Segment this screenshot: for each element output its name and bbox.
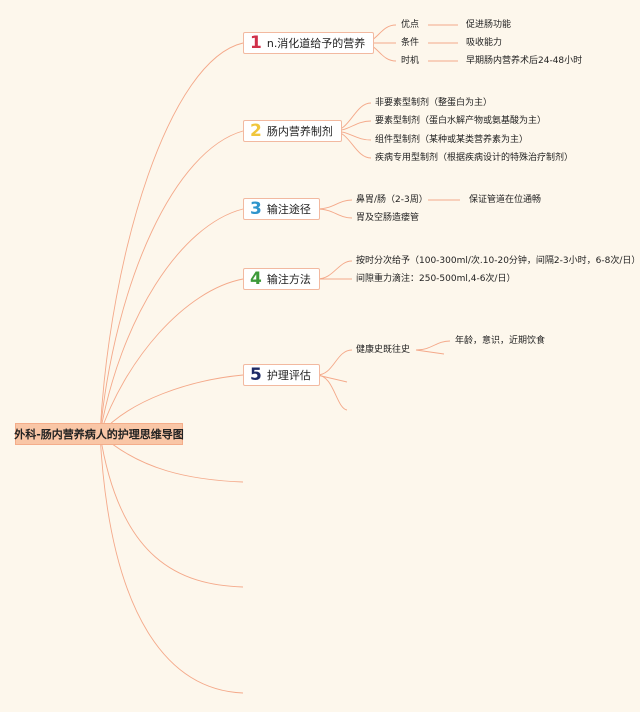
branch-2-child-2: 要素型制剂（蛋白水解产物或氨基酸为主） <box>375 116 547 126</box>
branch-5-child-1: 健康史既往史 <box>356 345 411 355</box>
branch-4-child-2: 间隙重力滴注：250-500ml,4-6次/日） <box>356 274 516 284</box>
branch-3-label: 输注途径 <box>266 203 311 216</box>
branch-2-number: 2 <box>250 120 262 141</box>
branch-3-child-2: 胃及空肠造瘘管 <box>356 213 420 223</box>
branch-2-child-1: 非要素型制剂（整蛋白为主） <box>375 98 493 108</box>
branch-4-number: 4 <box>250 268 262 289</box>
branch-3-node: 3 输注途径 <box>243 198 320 220</box>
root-topic: 外科-肠内营养病人的护理思维导图 <box>14 423 184 445</box>
branch-1-child-3: 时机 <box>401 56 420 66</box>
branch-1-label: n.消化道给予的营养 <box>266 37 366 50</box>
branch-1-child-1: 优点 <box>401 20 420 30</box>
branch-4-child-1: 按时分次给予（100-300ml/次.10-20分钟，间隔2-3小时，6-8次/… <box>356 256 640 266</box>
branch-3-child-1-detail: 保证管道在位通畅 <box>469 195 542 205</box>
branch-4-node: 4 输注方法 <box>243 268 320 290</box>
branch-5-label: 护理评估 <box>266 369 311 382</box>
branch-1-child-3-detail: 早期肠内营养术后24-48小时 <box>466 56 583 66</box>
branch-3-number: 3 <box>250 198 262 219</box>
root-topic-label: 外科-肠内营养病人的护理思维导图 <box>14 428 184 441</box>
branch-1-child-2-detail: 吸收能力 <box>466 38 503 48</box>
branch-4-label: 输注方法 <box>266 273 311 286</box>
branch-2-child-4: 疾病专用型制剂（根据疾病设计的特殊治疗制剂） <box>375 153 574 163</box>
branch-3-child-1: 鼻胃/肠（2-3周） <box>356 195 428 205</box>
branch-2-label: 肠内营养制剂 <box>266 125 333 138</box>
branch-5-number: 5 <box>250 364 262 385</box>
branch-1-child-1-detail: 促进肠功能 <box>466 20 512 30</box>
branch-1-child-2: 条件 <box>401 38 420 48</box>
branch-1-node: 1 n.消化道给予的营养 <box>243 32 375 54</box>
branch-5-node: 5 护理评估 <box>243 364 320 386</box>
branch-5-child-1-detail: 年龄，意识，近期饮食 <box>455 336 546 346</box>
branch-2-child-3: 组件型制剂（某种或某类营养素为主） <box>375 135 529 145</box>
branch-2-node: 2 肠内营养制剂 <box>243 120 342 142</box>
branch-1-number: 1 <box>250 32 262 53</box>
